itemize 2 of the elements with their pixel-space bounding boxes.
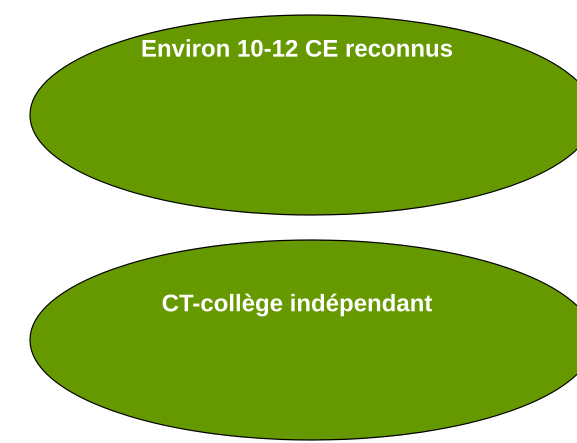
- ellipse-node: Environ 10-12 CE reconnus: [29, 14, 577, 216]
- ellipse-node: CT-collège indépendant: [29, 239, 577, 441]
